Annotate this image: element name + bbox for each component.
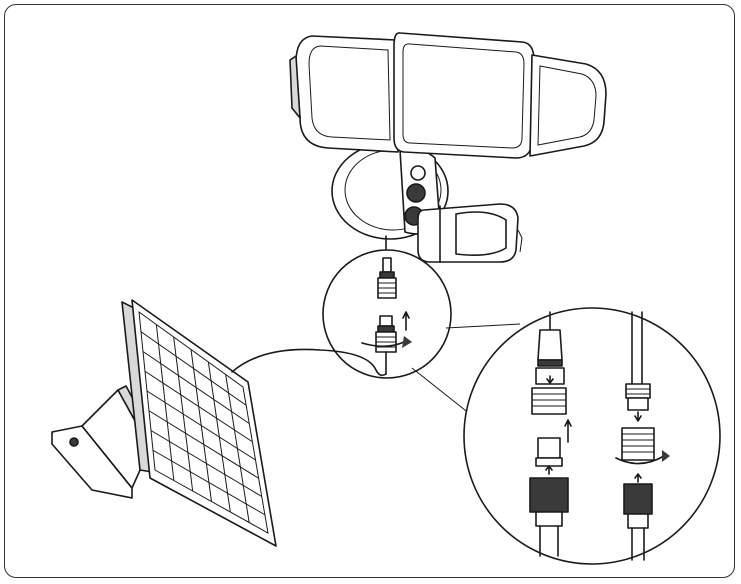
panel-cell-line — [146, 390, 256, 461]
motion-sensor — [417, 203, 523, 263]
sensor-knob-mid — [406, 183, 426, 203]
rotate-arrow-icon-zoom — [615, 455, 665, 465]
panel-cell-line — [144, 370, 253, 443]
panel-cell-line — [140, 331, 247, 406]
solar-panel-body — [131, 299, 277, 547]
arrow-up-icon-zoom — [564, 419, 572, 443]
arrow-down-icon — [546, 375, 554, 384]
floodlight — [289, 32, 607, 263]
lamp-panel-right — [529, 54, 607, 157]
solar-cable — [231, 348, 387, 377]
connector-detail-small — [322, 249, 452, 379]
panel-cell-line — [142, 351, 250, 424]
solar-panel — [51, 299, 387, 547]
panel-cell-line — [148, 410, 259, 479]
panel-cell-line — [152, 449, 266, 516]
connector-detail-zoom — [463, 307, 721, 565]
sensor-knob-top — [410, 165, 426, 181]
rotate-arrow-icon — [361, 341, 405, 348]
lamp-panel-left — [295, 35, 399, 153]
panel-cell-line — [150, 430, 263, 497]
arrow-up-icon — [402, 311, 410, 331]
lamp-panel-center — [393, 32, 535, 159]
mount-hole-icon — [69, 437, 79, 447]
panel-cell-grid — [140, 324, 266, 523]
